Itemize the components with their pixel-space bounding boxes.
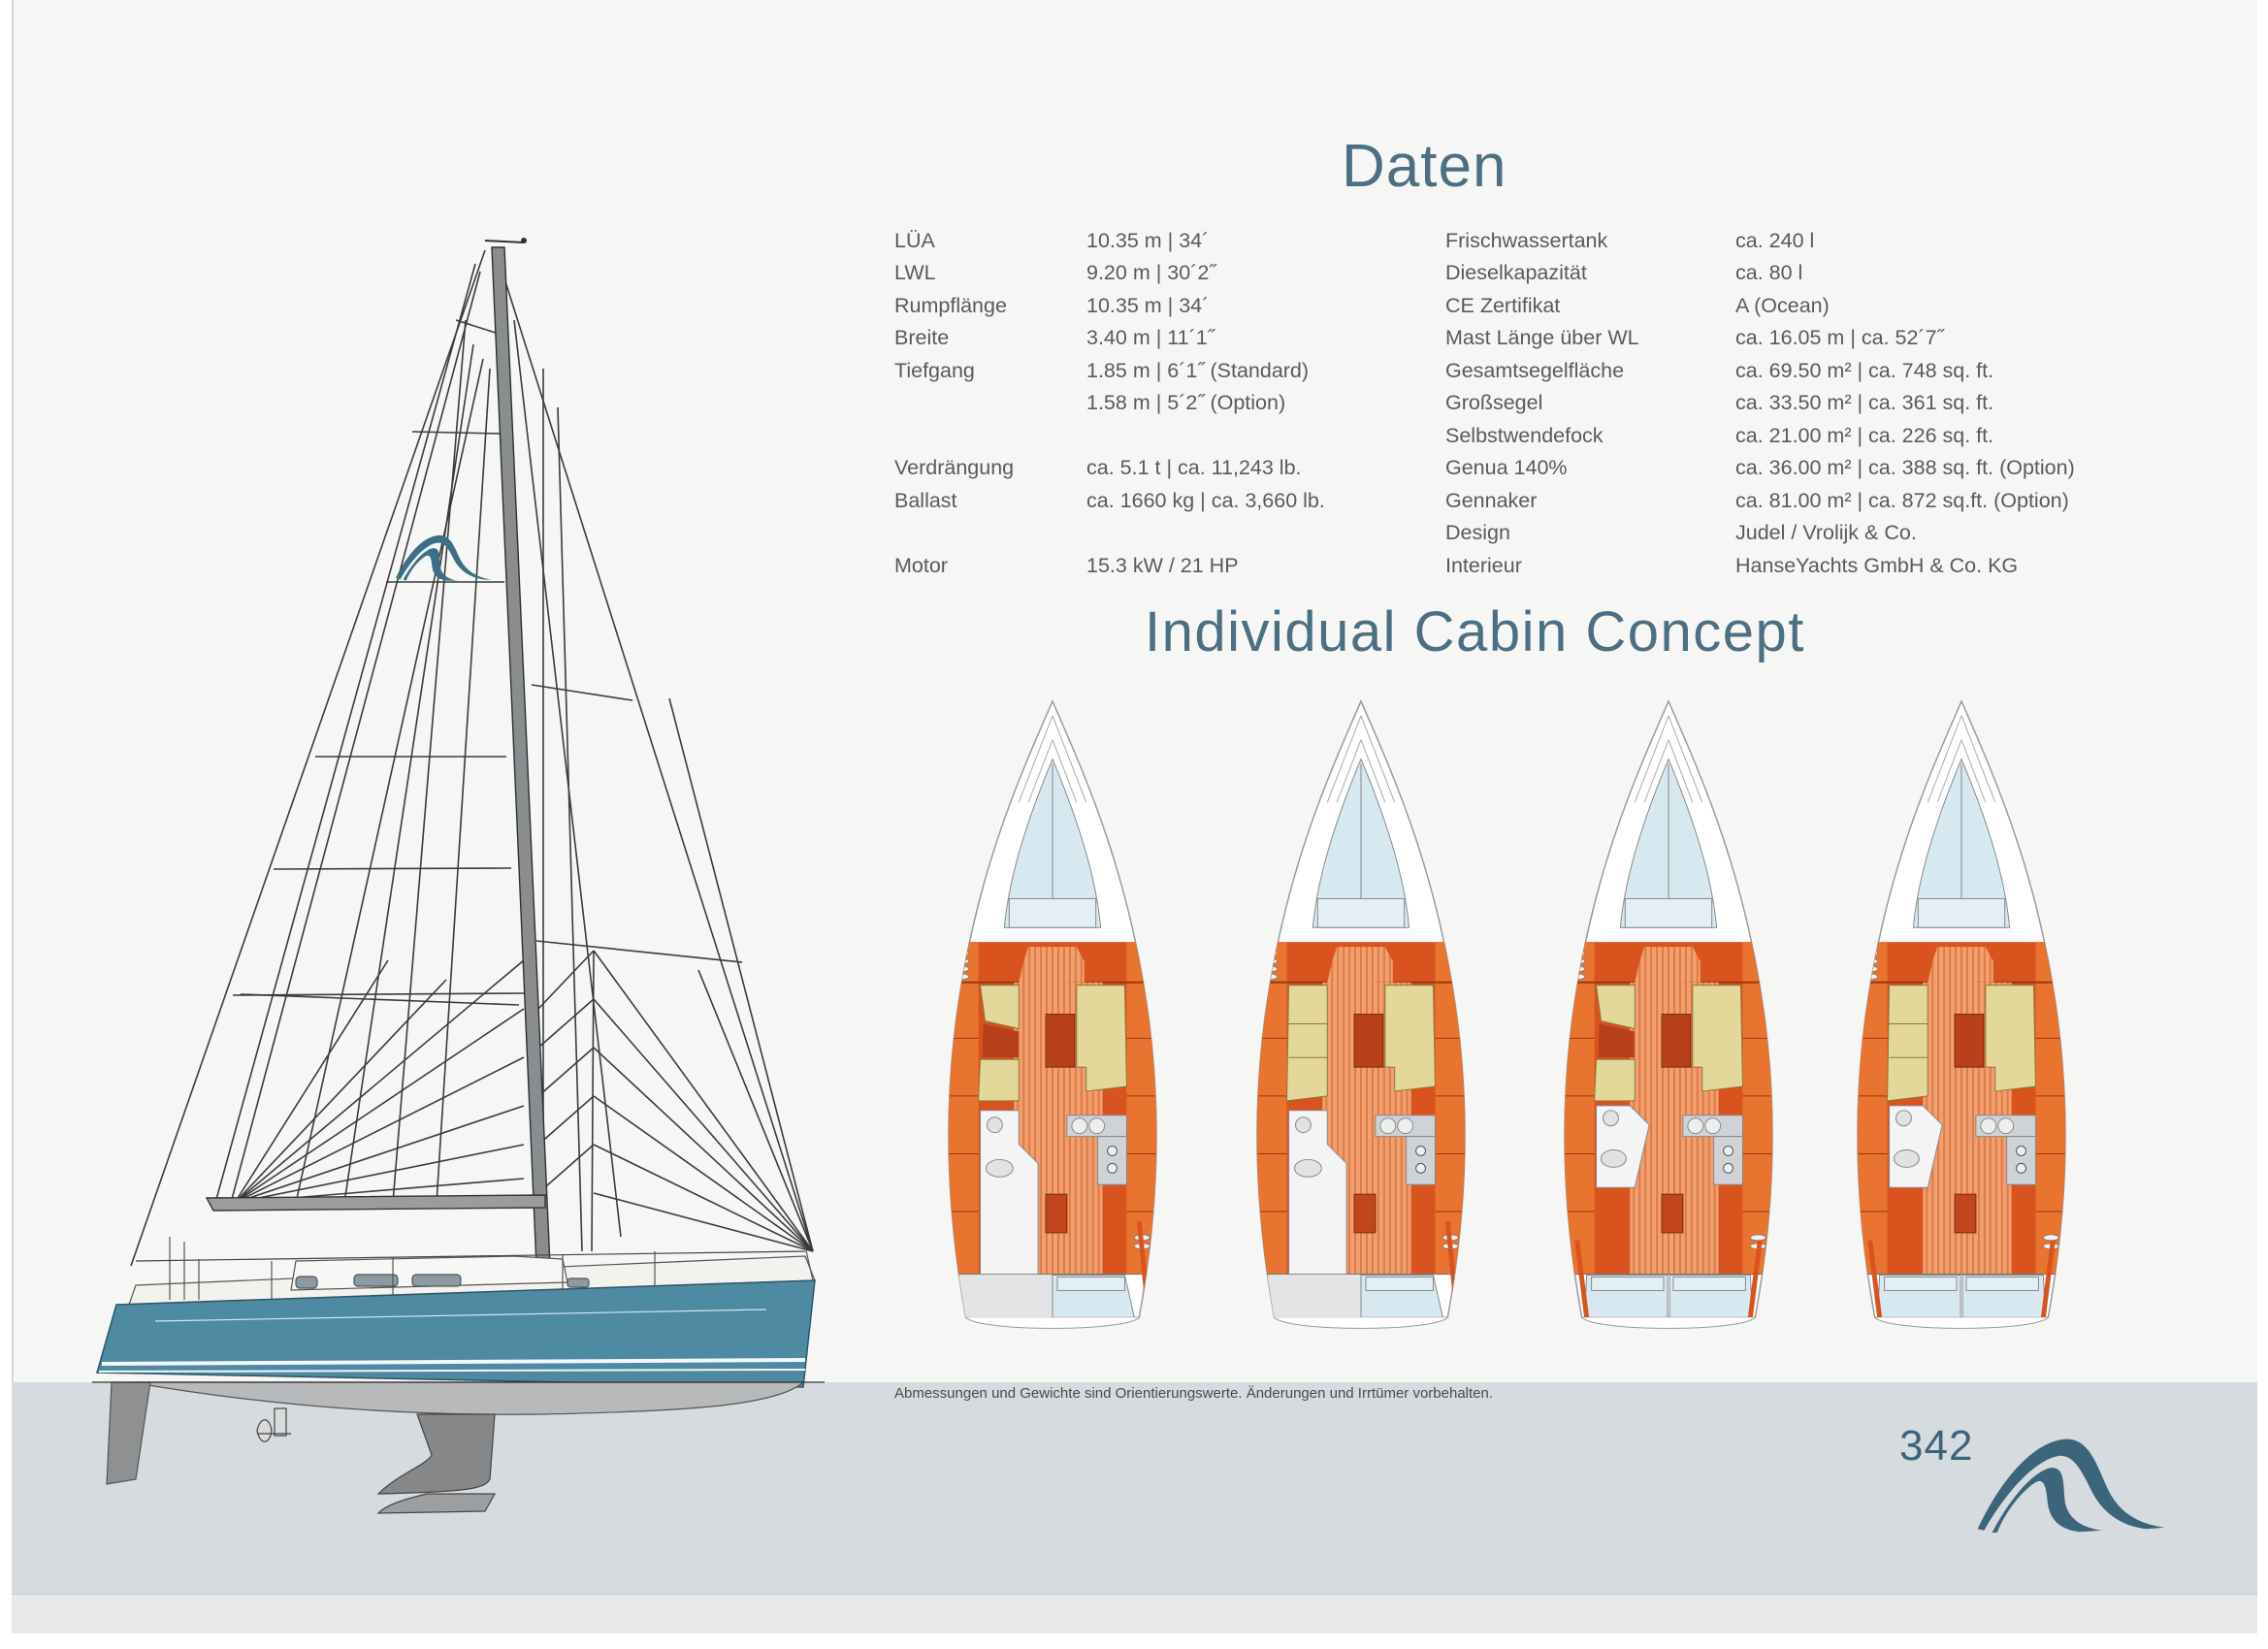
page-bottom-strip (12, 1594, 2257, 1633)
spec-value: HanseYachts GmbH & Co. KG (1735, 554, 2019, 577)
page-title: Daten (1342, 133, 1507, 200)
spec-label: LÜA (894, 229, 935, 252)
spec-label: Design (1445, 521, 1510, 544)
cabin-concept-title: Individual Cabin Concept (1145, 600, 1805, 663)
sailboat-elevation-drawing (92, 238, 825, 1514)
spec-value: ca. 69.50 m² | ca. 748 sq. ft. (1735, 359, 1994, 382)
spec-label: Verdrängung (894, 456, 1015, 479)
spec-label: Mast Länge über WL (1445, 326, 1639, 349)
spec-label: Frischwassertank (1445, 229, 1608, 252)
spec-value: ca. 81.00 m² | ca. 872 sq.ft. (Option) (1735, 489, 2069, 512)
spec-value: 1.58 m | 5´2˝ (Option) (1086, 391, 1286, 414)
rudder (106, 1381, 151, 1485)
spec-value: ca. 80 l (1735, 261, 1803, 284)
spec-value: ca. 5.1 t | ca. 11,243 lb. (1086, 456, 1302, 479)
hanse-logo-icon (1977, 1439, 2165, 1533)
spec-value: 1.85 m | 6´1˝ (Standard) (1086, 359, 1310, 382)
spec-value: 9.20 m | 30´2˝ (1086, 261, 1216, 284)
keel (376, 1413, 496, 1495)
spec-value: Judel / Vrolijk & Co. (1735, 521, 1917, 544)
cabin-layout-2 (1249, 696, 1473, 1329)
spec-value: 10.35 m | 34´ (1086, 294, 1210, 317)
spec-label: Interieur (1445, 554, 1522, 577)
spec-label: Gennaker (1445, 489, 1538, 512)
spec-value: ca. 33.50 m² | ca. 361 sq. ft. (1735, 391, 1994, 414)
sail-logo-icon (396, 534, 492, 581)
spec-value: 10.35 m | 34´ (1086, 229, 1210, 252)
cabin-layout-1 (941, 696, 1164, 1329)
spec-value: ca. 240 l (1735, 229, 1815, 252)
cabin-layout-3 (1557, 696, 1780, 1329)
spec-label: Gesamtsegelfläche (1445, 359, 1625, 382)
spec-label: Dieselkapazität (1445, 261, 1587, 284)
spec-label: CE Zertifikat (1445, 294, 1561, 317)
spec-value: ca. 36.00 m² | ca. 388 sq. ft. (Option) (1735, 456, 2075, 479)
spec-label: Ballast (894, 489, 957, 512)
boom (205, 1194, 546, 1212)
spec-value: A (Ocean) (1735, 294, 1830, 317)
spec-label: Selbstwendefock (1445, 424, 1604, 447)
spec-label: LWL (894, 261, 936, 284)
spec-value: ca. 16.05 m | ca. 52´7˝ (1735, 326, 1944, 349)
cabin-layout-4 (1850, 696, 2073, 1329)
spec-label: Tiefgang (894, 359, 975, 382)
spec-label: Rumpflänge (894, 294, 1007, 317)
spec-label: Motor (894, 554, 948, 577)
spec-value: ca. 21.00 m² | ca. 226 sq. ft. (1735, 424, 1994, 447)
spec-label: Genua 140% (1445, 456, 1568, 479)
spec-label: Breite (894, 326, 950, 349)
disclaimer-text: Abmessungen und Gewichte sind Orientieru… (894, 1385, 1494, 1402)
hull-underbody (130, 1381, 805, 1415)
model-number: 342 (1899, 1422, 1974, 1470)
spec-value: 15.3 kW / 21 HP (1086, 554, 1239, 577)
spec-value: ca. 1660 kg | ca. 3,660 lb. (1086, 489, 1325, 512)
spec-label: Großsegel (1445, 391, 1543, 414)
spec-value: 3.40 m | 11´1˝ (1086, 326, 1215, 349)
